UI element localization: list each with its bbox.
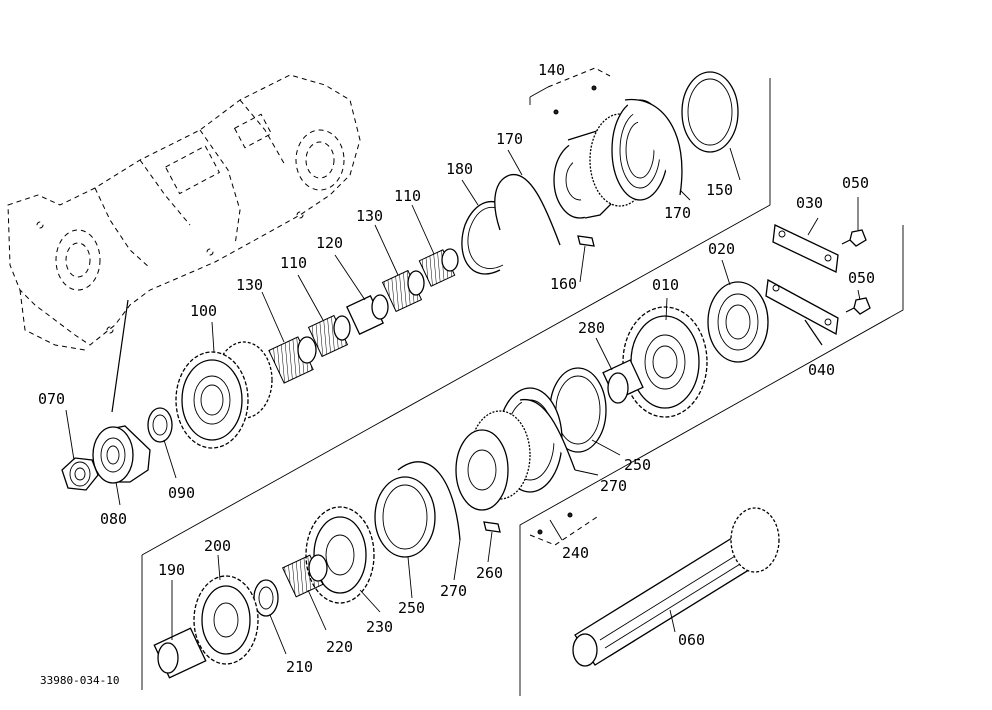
bearing-icon xyxy=(307,314,351,358)
label-270-left: 270 xyxy=(440,582,467,600)
ring-icon xyxy=(494,173,561,246)
gear-icon xyxy=(175,341,273,449)
bearing-icon xyxy=(707,281,769,363)
label-220: 220 xyxy=(326,638,353,656)
leader-lines xyxy=(65,147,861,655)
bearing-icon xyxy=(92,425,151,484)
label-050-upper: 050 xyxy=(842,174,869,192)
ring-icon xyxy=(147,407,173,443)
label-160: 160 xyxy=(550,275,577,293)
label-170-left: 170 xyxy=(496,130,523,148)
label-200: 200 xyxy=(204,537,231,555)
lower-group-outline xyxy=(519,225,904,696)
label-130-lower: 130 xyxy=(236,276,263,294)
label-070: 070 xyxy=(38,390,65,408)
label-210: 210 xyxy=(286,658,313,676)
label-060: 060 xyxy=(678,631,705,649)
label-030: 030 xyxy=(796,194,823,212)
label-110-upper: 110 xyxy=(394,187,421,205)
ring-icon xyxy=(624,98,683,196)
plate-icon xyxy=(772,224,839,273)
label-110-lower: 110 xyxy=(280,254,307,272)
ring-icon xyxy=(346,294,389,335)
gear-icon xyxy=(455,387,573,535)
bearing-icon xyxy=(418,248,459,287)
gear-icon xyxy=(622,306,708,418)
label-270-right: 270 xyxy=(600,477,627,495)
gear-icon xyxy=(193,575,259,665)
label-150: 150 xyxy=(706,181,733,199)
label-120: 120 xyxy=(316,234,343,252)
bolt-icon xyxy=(845,297,871,315)
label-040: 040 xyxy=(808,361,835,379)
label-230: 230 xyxy=(366,618,393,636)
label-090: 090 xyxy=(168,484,195,502)
label-240: 240 xyxy=(562,544,589,562)
label-020: 020 xyxy=(708,240,735,258)
label-190: 190 xyxy=(158,561,185,579)
label-130-upper: 130 xyxy=(356,207,383,225)
label-100: 100 xyxy=(190,302,217,320)
label-250-right: 250 xyxy=(624,456,651,474)
label-140: 140 xyxy=(538,61,565,79)
part-labels: 010 020 030 040 050 050 060 070 080 090 … xyxy=(38,61,875,687)
ring-icon xyxy=(602,359,644,404)
label-180: 180 xyxy=(446,160,473,178)
label-050-lower: 050 xyxy=(848,269,875,287)
plate-icon xyxy=(765,278,839,346)
upper-group-outline xyxy=(141,67,771,690)
nut-icon xyxy=(61,457,99,491)
label-010: 010 xyxy=(652,276,679,294)
bolt-icon xyxy=(841,229,867,247)
bearing-icon xyxy=(281,554,328,598)
plate-icon xyxy=(577,235,595,247)
bearing-icon xyxy=(381,269,425,313)
label-080: 080 xyxy=(100,510,127,528)
ring-icon xyxy=(374,476,436,558)
transmission-housing-icon xyxy=(7,74,361,413)
drawing-code: 33980-034-10 xyxy=(40,674,119,687)
ring-icon xyxy=(519,398,576,471)
label-170-right: 170 xyxy=(664,204,691,222)
ring-icon xyxy=(681,71,739,153)
bearing-icon xyxy=(268,336,317,384)
label-280: 280 xyxy=(578,319,605,337)
label-260: 260 xyxy=(476,564,503,582)
label-250-left: 250 xyxy=(398,599,425,617)
ring-icon xyxy=(153,627,207,679)
shaft-icon xyxy=(572,507,780,667)
plate-icon xyxy=(483,521,501,533)
gear-icon xyxy=(553,85,669,219)
